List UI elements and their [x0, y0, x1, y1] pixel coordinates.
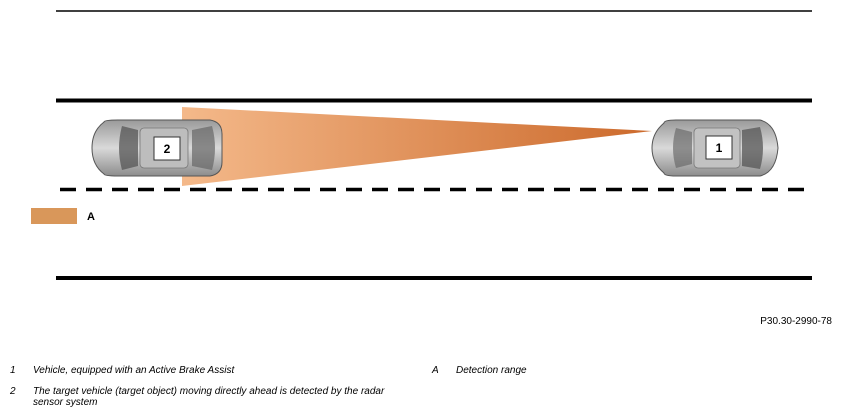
road-scene-diagram: 2 1 A: [31, 10, 812, 280]
vehicle-label-2: 2: [164, 142, 171, 156]
legend-text: The target vehicle (target object) movin…: [33, 386, 385, 408]
detection-range-beam: [182, 107, 652, 186]
detection-range-swatch: [31, 208, 77, 224]
figure-reference: P30.30-2990-78: [760, 316, 832, 327]
legend-text: Vehicle, equipped with an Active Brake A…: [33, 365, 235, 376]
legend-key: 1: [10, 365, 16, 376]
legend-key: A: [432, 365, 439, 376]
vehicle-label-1: 1: [716, 141, 723, 155]
left-vehicle: 2: [91, 119, 223, 177]
legend-key: 2: [10, 386, 16, 397]
legend-text: Detection range: [456, 365, 527, 376]
right-vehicle: 1: [651, 119, 779, 177]
range-key-label: A: [87, 211, 95, 223]
